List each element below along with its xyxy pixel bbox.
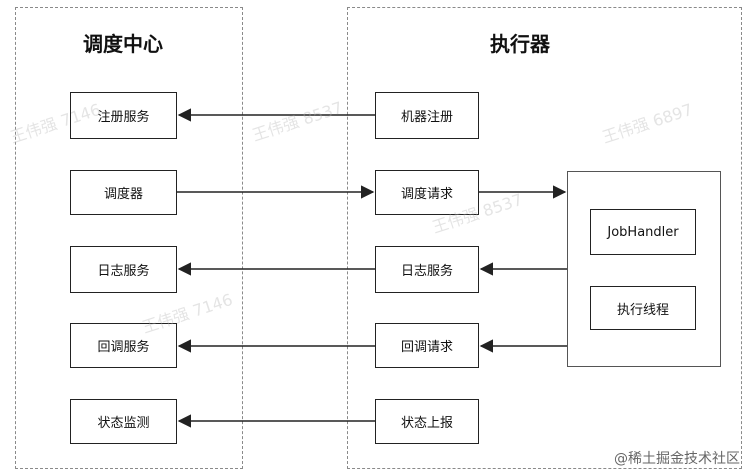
footer-credit: @稀土掘金技术社区 (614, 451, 740, 467)
status-report-node: 状态上报 (375, 399, 479, 444)
machine-register-node: 机器注册 (375, 92, 479, 139)
scheduler-node: 调度器 (70, 170, 177, 215)
job-handler-node: JobHandler (590, 209, 696, 255)
callback-request-node: 回调请求 (375, 323, 479, 368)
status-monitor-node: 状态监测 (70, 399, 177, 444)
log-service-node-right: 日志服务 (375, 246, 479, 293)
dispatch-center-group (15, 7, 243, 469)
executor-title: 执行器 (490, 32, 550, 56)
callback-service-node: 回调服务 (70, 323, 177, 368)
register-service-node: 注册服务 (70, 92, 177, 139)
log-service-node-left: 日志服务 (70, 246, 177, 293)
executor-group (347, 7, 742, 469)
execution-thread-node: 执行线程 (590, 286, 696, 330)
dispatch-center-title: 调度中心 (83, 32, 163, 56)
job-handler-container (567, 171, 721, 367)
schedule-request-node: 调度请求 (375, 170, 479, 215)
